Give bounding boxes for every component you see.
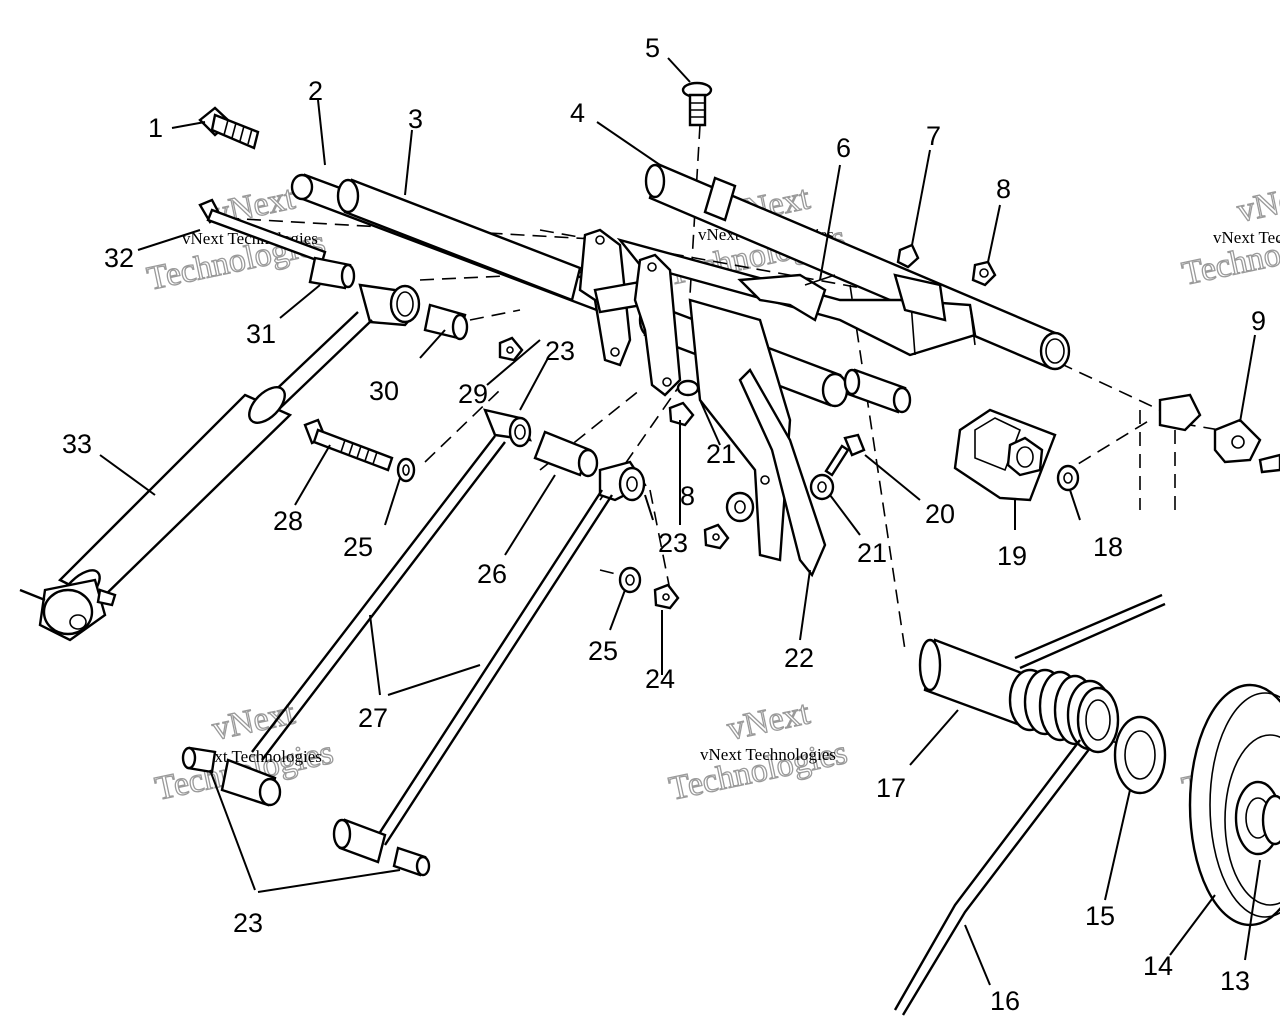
callout-31: 31	[246, 319, 276, 349]
link-rod-27-right	[373, 489, 614, 846]
shock-absorber-33	[19, 311, 373, 642]
bushing-26	[533, 430, 599, 478]
callout-23-lower: 23	[233, 908, 263, 938]
callout-8-lower: 8	[680, 481, 695, 511]
watermark-small-text: vNext Technologies	[700, 745, 836, 764]
callout-25-lower: 25	[588, 636, 618, 666]
spring-pivot-17	[918, 638, 1120, 754]
link-bushing-23-upper	[483, 408, 532, 448]
spring-arm-16	[893, 593, 1166, 1016]
torque-arm-plate	[688, 298, 792, 562]
nut-24	[653, 583, 680, 610]
bolt-28	[303, 418, 394, 472]
callout-23-upper: 23	[545, 336, 575, 366]
plate-19	[953, 408, 1057, 502]
callout-32: 32	[104, 243, 134, 273]
bolt-5	[681, 81, 713, 127]
callout-5: 5	[645, 33, 660, 63]
callout-28: 28	[273, 506, 303, 536]
callout-7: 7	[926, 121, 941, 151]
callout-2: 2	[308, 76, 323, 106]
bearing-13	[1234, 780, 1280, 856]
callout-21-right: 21	[857, 538, 887, 568]
washer-25-lower	[618, 566, 642, 594]
callout-1: 1	[148, 113, 163, 143]
nut-29	[498, 336, 524, 362]
callout-23-right: 23	[658, 528, 688, 558]
callout-14: 14	[1143, 951, 1173, 981]
shock-upper-eye	[358, 283, 421, 327]
nut-7	[896, 243, 920, 269]
nut-8-mid	[668, 401, 695, 427]
callout-labels: 1 2 3 4 5 6 7 8 8 9 13 14 15 16 17 18 19…	[62, 33, 1266, 1016]
watermark-logo-text: vNext	[1234, 176, 1280, 230]
nut-8-lower	[703, 523, 730, 550]
strap-22	[738, 368, 827, 578]
callout-24: 24	[645, 664, 675, 694]
bushing-31	[308, 256, 356, 290]
right-bracket-plate	[893, 273, 947, 322]
clamp-9	[1158, 393, 1280, 474]
callout-21-left: 21	[706, 439, 736, 469]
callout-4: 4	[570, 98, 585, 128]
callout-13: 13	[1220, 966, 1250, 996]
link-end-23-right	[598, 460, 647, 502]
bushing-30	[423, 303, 469, 341]
callout-9: 9	[1251, 306, 1266, 336]
callout-27: 27	[358, 703, 388, 733]
watermark-logo-text: vNext	[209, 694, 299, 748]
link-end-23-lower-left	[181, 746, 282, 807]
callout-30: 30	[369, 376, 399, 406]
callout-20: 20	[925, 499, 955, 529]
bolt-1	[198, 106, 260, 150]
washer-21-left	[725, 491, 755, 523]
watermark-3: Technologies vNext vNext Technologies	[1178, 176, 1280, 294]
watermark-logo-text: vNext	[724, 694, 814, 748]
nut-8-top	[971, 260, 997, 287]
link-rod-27-left	[251, 435, 506, 761]
watermark-small-text: vNext Technologies	[186, 747, 322, 766]
callout-25-upper: 25	[343, 532, 373, 562]
callout-15: 15	[1085, 901, 1115, 931]
mount-bracket-right	[633, 253, 682, 397]
watermark-small-text: vNext Technologies	[1213, 228, 1280, 247]
link-end-23-lower-right	[332, 818, 431, 877]
callout-18: 18	[1093, 532, 1123, 562]
callout-6: 6	[836, 133, 851, 163]
washer-18	[1056, 464, 1080, 492]
washer-center	[676, 379, 700, 397]
callout-17: 17	[876, 773, 906, 803]
callout-26: 26	[477, 559, 507, 589]
rail-tube-3	[336, 178, 582, 302]
callout-29: 29	[458, 379, 488, 409]
leader-lines	[99, 57, 1261, 986]
callout-22: 22	[784, 643, 814, 673]
callout-19: 19	[997, 541, 1027, 571]
callout-8-top: 8	[996, 174, 1011, 204]
washer-21-right	[809, 473, 835, 501]
washer-15	[1113, 715, 1167, 795]
callout-33: 33	[62, 429, 92, 459]
bolt-20	[824, 433, 866, 477]
callout-3: 3	[408, 104, 423, 134]
tube-end-6	[843, 368, 912, 414]
washer-25-upper	[396, 457, 416, 483]
callout-16: 16	[990, 986, 1020, 1016]
watermark-5: Technologies vNext vNext Technologies	[665, 694, 851, 809]
mount-bracket-left	[578, 228, 644, 367]
